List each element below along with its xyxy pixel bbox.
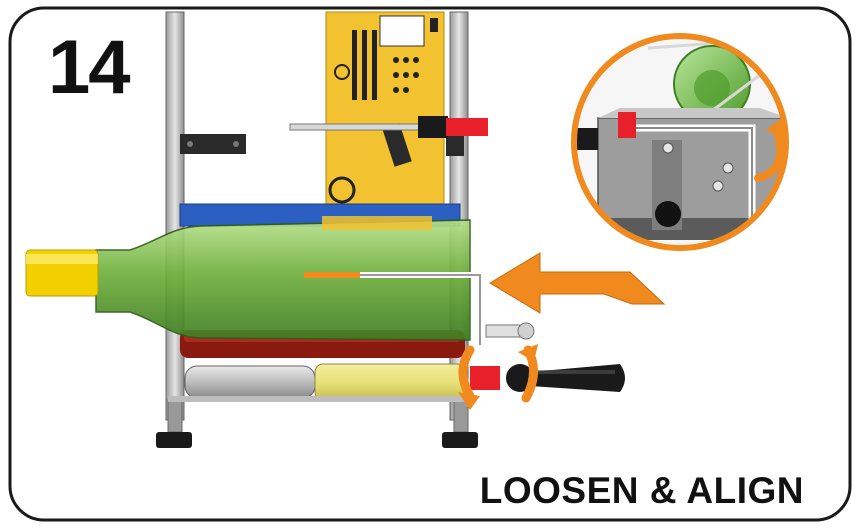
zoom-detail	[571, 33, 789, 251]
sensor-probe	[289, 116, 488, 138]
pressure-roller	[184, 363, 466, 401]
machine-feet	[156, 396, 478, 448]
step-number: 14	[48, 25, 131, 110]
alignment-rod	[360, 272, 483, 345]
bottle	[25, 216, 471, 341]
step-caption: LOOSEN & ALIGN	[479, 470, 804, 511]
direction-arrow-icon	[489, 252, 666, 314]
control-panel	[325, 11, 445, 209]
rotate-arrow-icon	[458, 344, 538, 410]
